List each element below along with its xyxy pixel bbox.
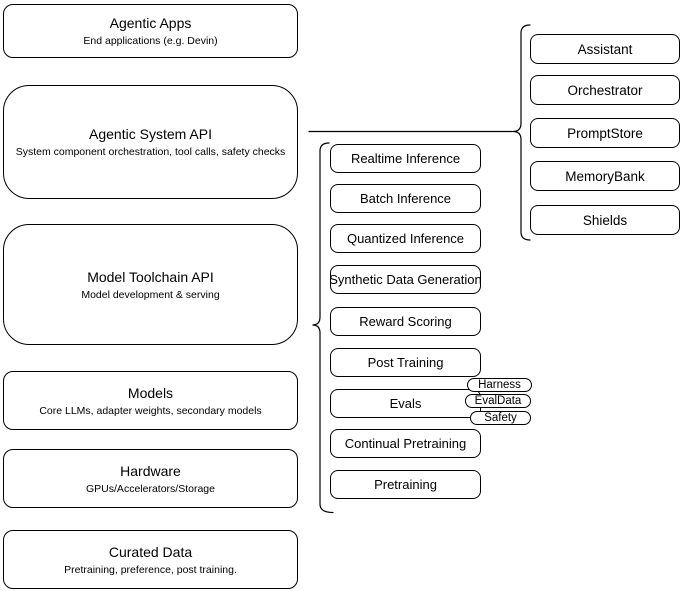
node-label: Synthetic Data Generation <box>329 272 482 287</box>
node-subtitle: Model development & serving <box>81 288 220 301</box>
node-label: Quantized Inference <box>346 231 465 246</box>
node-pretraining: Pretraining <box>330 470 481 499</box>
node-reward-scoring: Reward Scoring <box>330 307 481 336</box>
node-label: Batch Inference <box>359 191 452 206</box>
system-components-brace <box>512 24 531 241</box>
node-realtime-inference: Realtime Inference <box>330 144 481 173</box>
node-orchestrator: Orchestrator <box>530 75 680 105</box>
node-title: Agentic System API <box>89 126 212 142</box>
node-quantized-inference: Quantized Inference <box>330 224 481 253</box>
node-post-training: Post Training <box>330 348 481 377</box>
node-subtitle: System component orchestration, tool cal… <box>15 146 286 158</box>
pill-label: Safety <box>484 412 517 424</box>
node-label: Assistant <box>577 41 633 57</box>
pill-label: Harness <box>478 379 521 391</box>
node-title: Model Toolchain API <box>87 268 214 285</box>
node-label: Evals <box>389 396 422 411</box>
node-agentic-apps: Agentic Apps End applications (e.g. Devi… <box>3 4 298 58</box>
node-label: Orchestrator <box>567 82 643 98</box>
node-title: Hardware <box>120 462 181 479</box>
node-agentic-system-api: Agentic System API System component orch… <box>3 85 298 199</box>
node-label: Pretraining <box>374 477 437 492</box>
node-label: PromptStore <box>567 125 643 141</box>
pill-safety: Safety <box>470 411 531 425</box>
node-shields: Shields <box>530 205 680 235</box>
node-memorybank: MemoryBank <box>530 161 680 191</box>
node-synthetic-data-generation: Synthetic Data Generation <box>329 265 482 294</box>
node-title: Agentic Apps <box>109 15 192 31</box>
node-label: Continual Pretraining <box>344 436 467 451</box>
node-promptstore: PromptStore <box>530 118 680 148</box>
node-label: Realtime Inference <box>350 151 461 166</box>
node-subtitle: GPUs/Accelerators/Storage <box>86 482 215 495</box>
node-title: Models <box>127 384 174 401</box>
node-subtitle: Pretraining, preference, post training. <box>64 563 237 576</box>
node-evals: Evals <box>330 389 481 418</box>
pill-evaldata: EvalData <box>465 394 531 408</box>
pill-label: EvalData <box>474 395 522 407</box>
node-label: Reward Scoring <box>359 314 452 329</box>
node-models: Models Core LLMs, adapter weights, secon… <box>3 371 298 430</box>
node-label: Shields <box>582 212 628 228</box>
node-curated-data: Curated Data Pretraining, preference, po… <box>3 530 298 589</box>
node-continual-pretraining: Continual Pretraining <box>330 429 481 458</box>
node-label: Post Training <box>367 355 444 370</box>
node-assistant: Assistant <box>530 34 680 64</box>
node-batch-inference: Batch Inference <box>330 184 481 213</box>
pill-harness: Harness <box>467 378 532 392</box>
node-subtitle: Core LLMs, adapter weights, secondary mo… <box>39 404 262 417</box>
node-subtitle: End applications (e.g. Devin) <box>83 35 218 47</box>
node-hardware: Hardware GPUs/Accelerators/Storage <box>3 449 298 508</box>
node-label: MemoryBank <box>565 168 645 184</box>
node-title: Curated Data <box>108 543 193 560</box>
node-model-toolchain-api: Model Toolchain API Model development & … <box>3 224 298 345</box>
